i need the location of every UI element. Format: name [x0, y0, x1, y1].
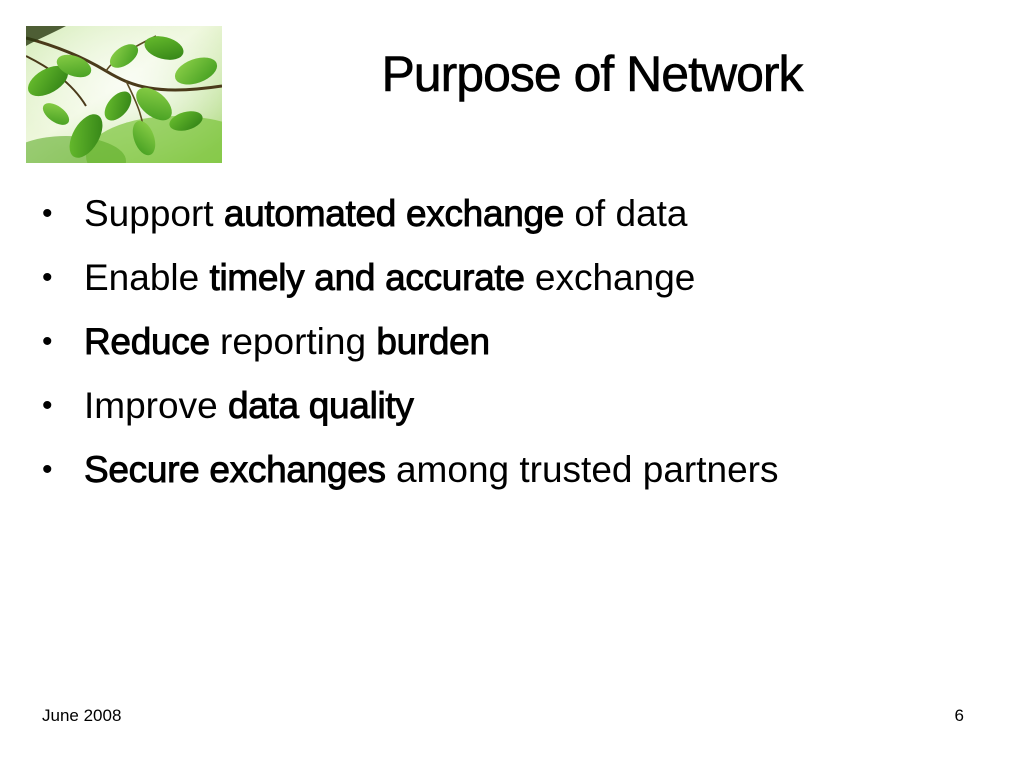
- bullet-text: Improve: [84, 385, 228, 426]
- bullet-dot: •: [42, 325, 53, 358]
- footer-date: June 2008: [42, 706, 122, 725]
- bullet-dot: •: [42, 389, 53, 422]
- page-number: 6: [954, 706, 964, 725]
- bullet-text: reporting: [209, 321, 377, 362]
- bullet-dot: •: [42, 453, 53, 486]
- bullet-item: • Support automated exchange of data: [42, 188, 982, 252]
- bullet-text: among trusted partners: [385, 449, 779, 490]
- bullet-dot: •: [42, 197, 53, 230]
- bullet-emphasis: timely and accurate: [209, 257, 525, 299]
- bullet-emphasis: automated exchange: [223, 193, 565, 235]
- bullet-dot: •: [42, 261, 53, 294]
- bullet-text: of data: [564, 193, 688, 234]
- bullet-emphasis: data quality: [227, 385, 414, 427]
- bullet-text: exchange: [524, 257, 696, 298]
- bullet-item: • Secure exchanges among trusted partners: [42, 444, 982, 508]
- bullet-item: • Reduce reporting burden: [42, 316, 982, 380]
- bullet-text: Enable: [84, 257, 210, 298]
- slide-title: Purpose of Network: [381, 46, 804, 103]
- bullet-item: • Enable timely and accurate exchange: [42, 252, 982, 316]
- bullet-emphasis: Reduce: [84, 321, 211, 363]
- bullet-emphasis: burden: [376, 321, 491, 363]
- bullet-item: • Improve data quality: [42, 380, 982, 444]
- bullet-text: Support: [84, 193, 224, 234]
- green-leaves-photo: [26, 26, 222, 163]
- bullet-list: • Support automated exchange of data • Enab…: [42, 188, 982, 508]
- bullet-emphasis: Secure exchanges: [84, 449, 387, 491]
